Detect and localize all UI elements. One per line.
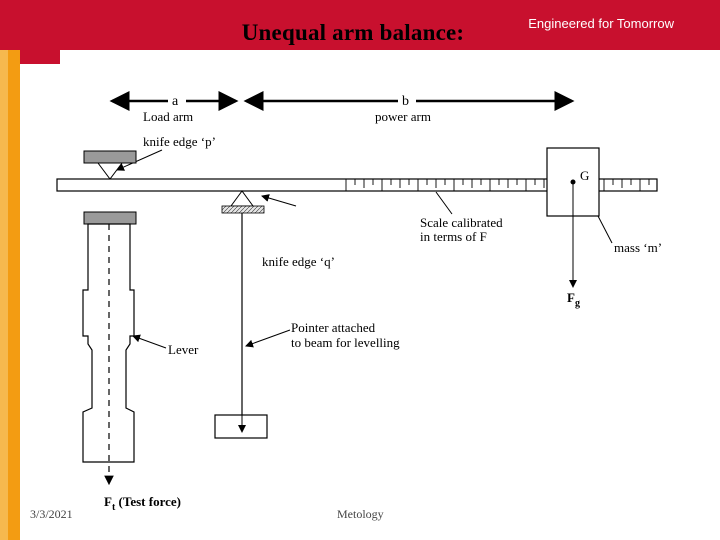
left-accent-highlight	[0, 50, 8, 540]
knife-edge-q-label: knife edge ‘q’	[262, 254, 335, 269]
lever-label: Lever	[168, 342, 199, 357]
pointer-label-line2: to beam for levelling	[291, 335, 400, 350]
centre-of-gravity-dot	[570, 179, 576, 185]
power-arm-label: power arm	[375, 109, 431, 124]
mass-label: mass ‘m’	[614, 240, 662, 255]
knife-edge-p-block	[83, 150, 137, 164]
scale-label-line1: Scale calibrated	[420, 215, 503, 230]
scale-leader	[435, 191, 453, 215]
dimension-a-label: a	[172, 94, 179, 109]
specimen-top-grip	[83, 211, 137, 225]
beam-scale-ticks	[345, 179, 650, 191]
knife-edge-p-label: knife edge ‘p’	[143, 134, 216, 149]
pointer-leader	[245, 329, 291, 348]
brand-tagline: Engineered for Tomorrow	[528, 16, 674, 31]
knife-edge-p	[97, 162, 123, 180]
fg-label: Fg	[567, 290, 580, 309]
footer-date: 3/3/2021	[30, 507, 73, 521]
lever-leader	[132, 334, 167, 349]
test-force-label: Ft (Test force)	[104, 494, 181, 513]
scale-label-line2: in terms of F	[420, 229, 487, 244]
fulcrum-base	[221, 205, 265, 214]
footer-topic: Metology	[337, 507, 384, 521]
g-label: G	[580, 168, 589, 183]
pointer-weight	[214, 414, 268, 439]
mass-leader	[597, 215, 613, 244]
header-bar	[0, 0, 720, 50]
pointer-label-line1: Pointer attached	[291, 320, 376, 335]
knife-edge-q-leader	[261, 194, 297, 207]
dimension-b-label: b	[402, 94, 409, 109]
knife-edge-p-leader	[116, 149, 163, 171]
knife-edge-q	[230, 190, 254, 207]
test-specimen	[82, 223, 135, 463]
slide-title: Unequal arm balance:	[241, 20, 465, 45]
beam	[56, 178, 658, 192]
load-arm-label: Load arm	[143, 109, 193, 124]
